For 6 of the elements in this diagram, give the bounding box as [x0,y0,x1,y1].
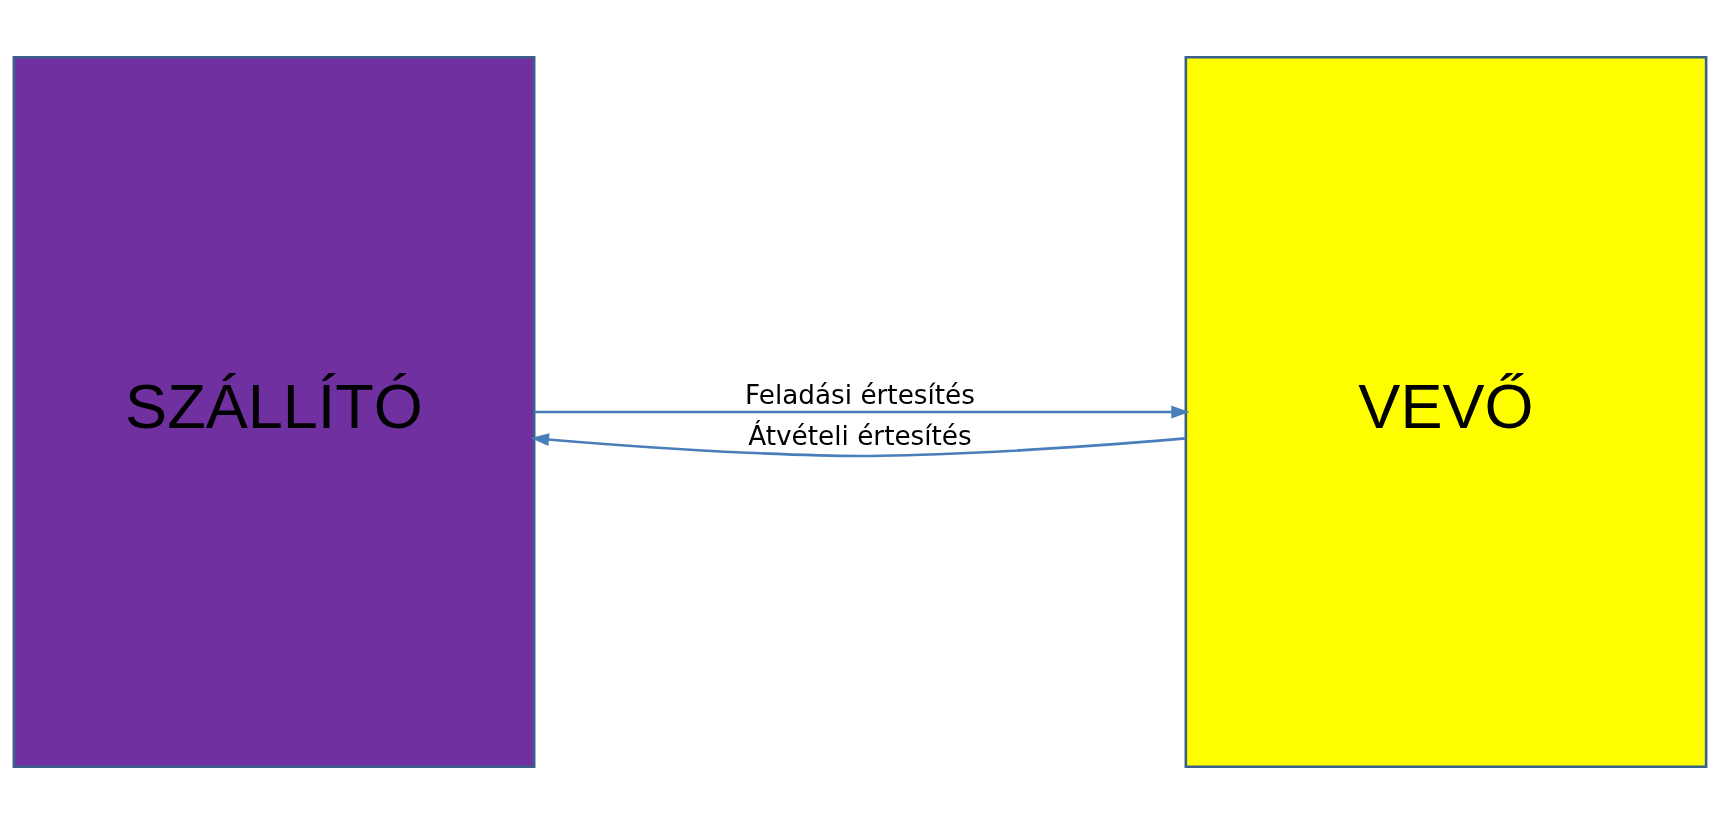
edge-label: Átvételi értesítés [748,420,972,451]
node-box: SZÁLLÍTÓ [12,55,536,769]
arrow [530,433,1186,458]
node-box: VEVŐ [1184,55,1708,769]
edge-label: Feladási értesítés [745,380,975,411]
arrow [534,405,1190,419]
